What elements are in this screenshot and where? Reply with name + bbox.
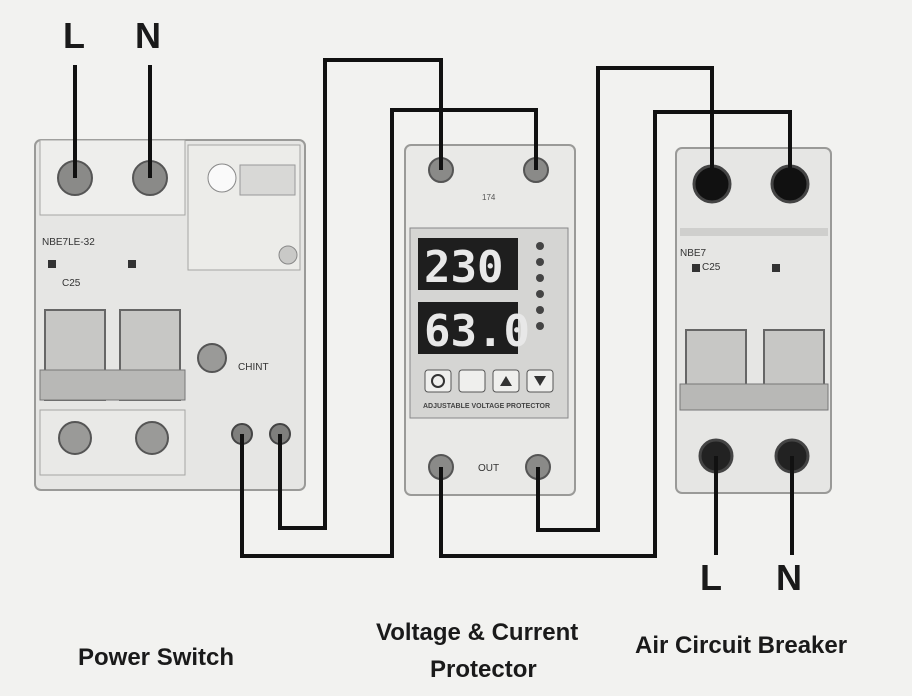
power-switch-rating: C25 [62,278,81,289]
power-switch-caption: Power Switch [78,644,234,671]
acb-rating: C25 [702,262,721,273]
power-switch-model: NBE7LE-32 [42,237,95,248]
power-switch-device: NBE7LE-32 C25 CHINT [34,139,306,491]
load-n-label: N [776,557,802,598]
acb-model: NBE7 [680,248,707,259]
air-circuit-breaker-device: NBE7 C25 [675,147,832,494]
protector-device: 174 230 63.0 ADJUSTABLE VOLTAGE PROTECTO… [404,144,576,496]
voltage-display-value: 230 [424,242,503,293]
wire-switch-to-protector-2 [240,108,538,558]
down-arrow-icon [534,376,546,386]
current-display-value: 63.0 [424,306,530,357]
voltage-display [418,238,518,290]
current-display [418,302,518,354]
wire-protector-to-acb-l [536,66,714,532]
protector-top-mark: 174 [482,193,496,202]
supply-l-label: L [63,15,85,56]
wire-protector-to-acb-n [439,110,792,558]
protector-panel-text: ADJUSTABLE VOLTAGE PROTECTOR [423,403,550,410]
wires [73,58,794,558]
protector-power-button[interactable] [424,369,452,393]
acb-caption: Air Circuit Breaker [635,632,847,659]
protector-caption-line2: Protector [430,656,537,683]
up-arrow-icon [500,376,512,386]
supply-n-label: N [135,15,161,56]
power-switch-l-out-terminal [58,421,92,455]
wire-switch-to-protector-1 [278,58,443,530]
protector-set-button[interactable] [458,369,486,393]
power-switch-n-out-terminal [135,421,169,455]
power-switch-test-button[interactable] [197,343,227,373]
power-switch-brand: CHINT [238,362,269,373]
power-icon [431,374,445,388]
load-l-label: L [700,557,722,598]
protector-out-label: OUT [478,463,499,474]
protector-caption-line1: Voltage & Current [376,619,578,646]
